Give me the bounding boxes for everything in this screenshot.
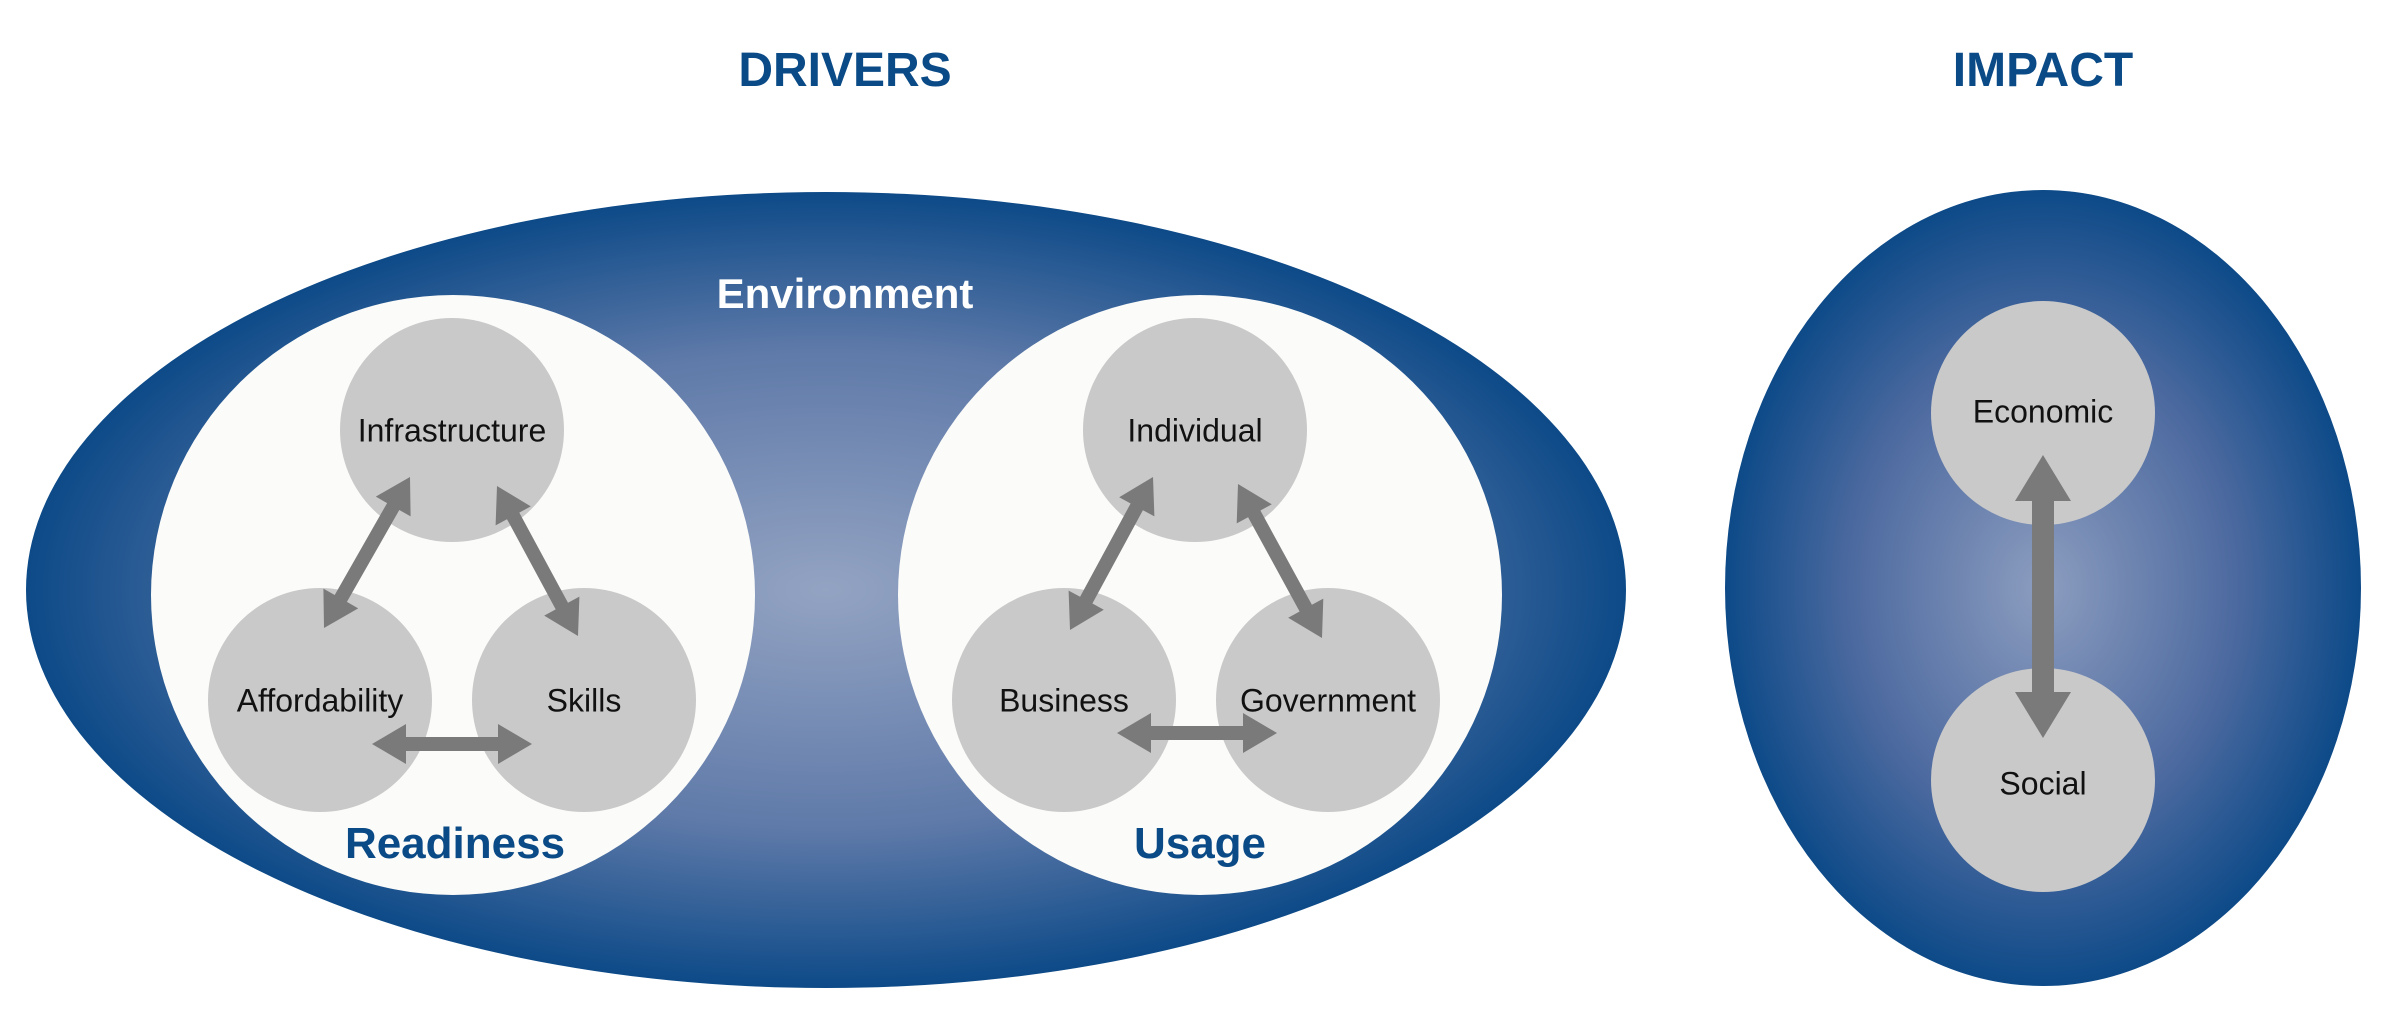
arrow-individual-government	[1236, 484, 1324, 638]
label-affordability: Affordability	[237, 682, 404, 718]
node-social	[1931, 668, 2155, 892]
arrow-infrastructure-affordability	[323, 477, 411, 628]
label-infrastructure: Infrastructure	[358, 412, 547, 448]
arrow-infrastructure-skills	[495, 486, 580, 636]
impact-heading: IMPACT	[1953, 44, 2133, 97]
label-business: Business	[999, 682, 1129, 718]
usage-label: Usage	[1134, 819, 1266, 868]
node-skills	[472, 588, 696, 812]
arrow-economic-social	[2015, 455, 2071, 738]
label-individual: Individual	[1127, 412, 1262, 448]
arrow-business-government	[1117, 713, 1277, 753]
arrows-layer	[323, 455, 2071, 764]
drivers-heading: DRIVERS	[738, 44, 951, 97]
node-business	[952, 588, 1176, 812]
label-skills: Skills	[547, 682, 622, 718]
node-affordability	[208, 588, 432, 812]
arrow-affordability-skills	[372, 724, 532, 764]
node-economic	[1931, 301, 2155, 525]
arrow-individual-business	[1068, 477, 1155, 630]
label-economic: Economic	[1973, 393, 2114, 429]
environment-label: Environment	[717, 270, 974, 317]
label-social: Social	[1999, 765, 2086, 801]
node-government	[1216, 588, 1440, 812]
readiness-label: Readiness	[345, 819, 565, 868]
label-government: Government	[1240, 682, 1416, 718]
